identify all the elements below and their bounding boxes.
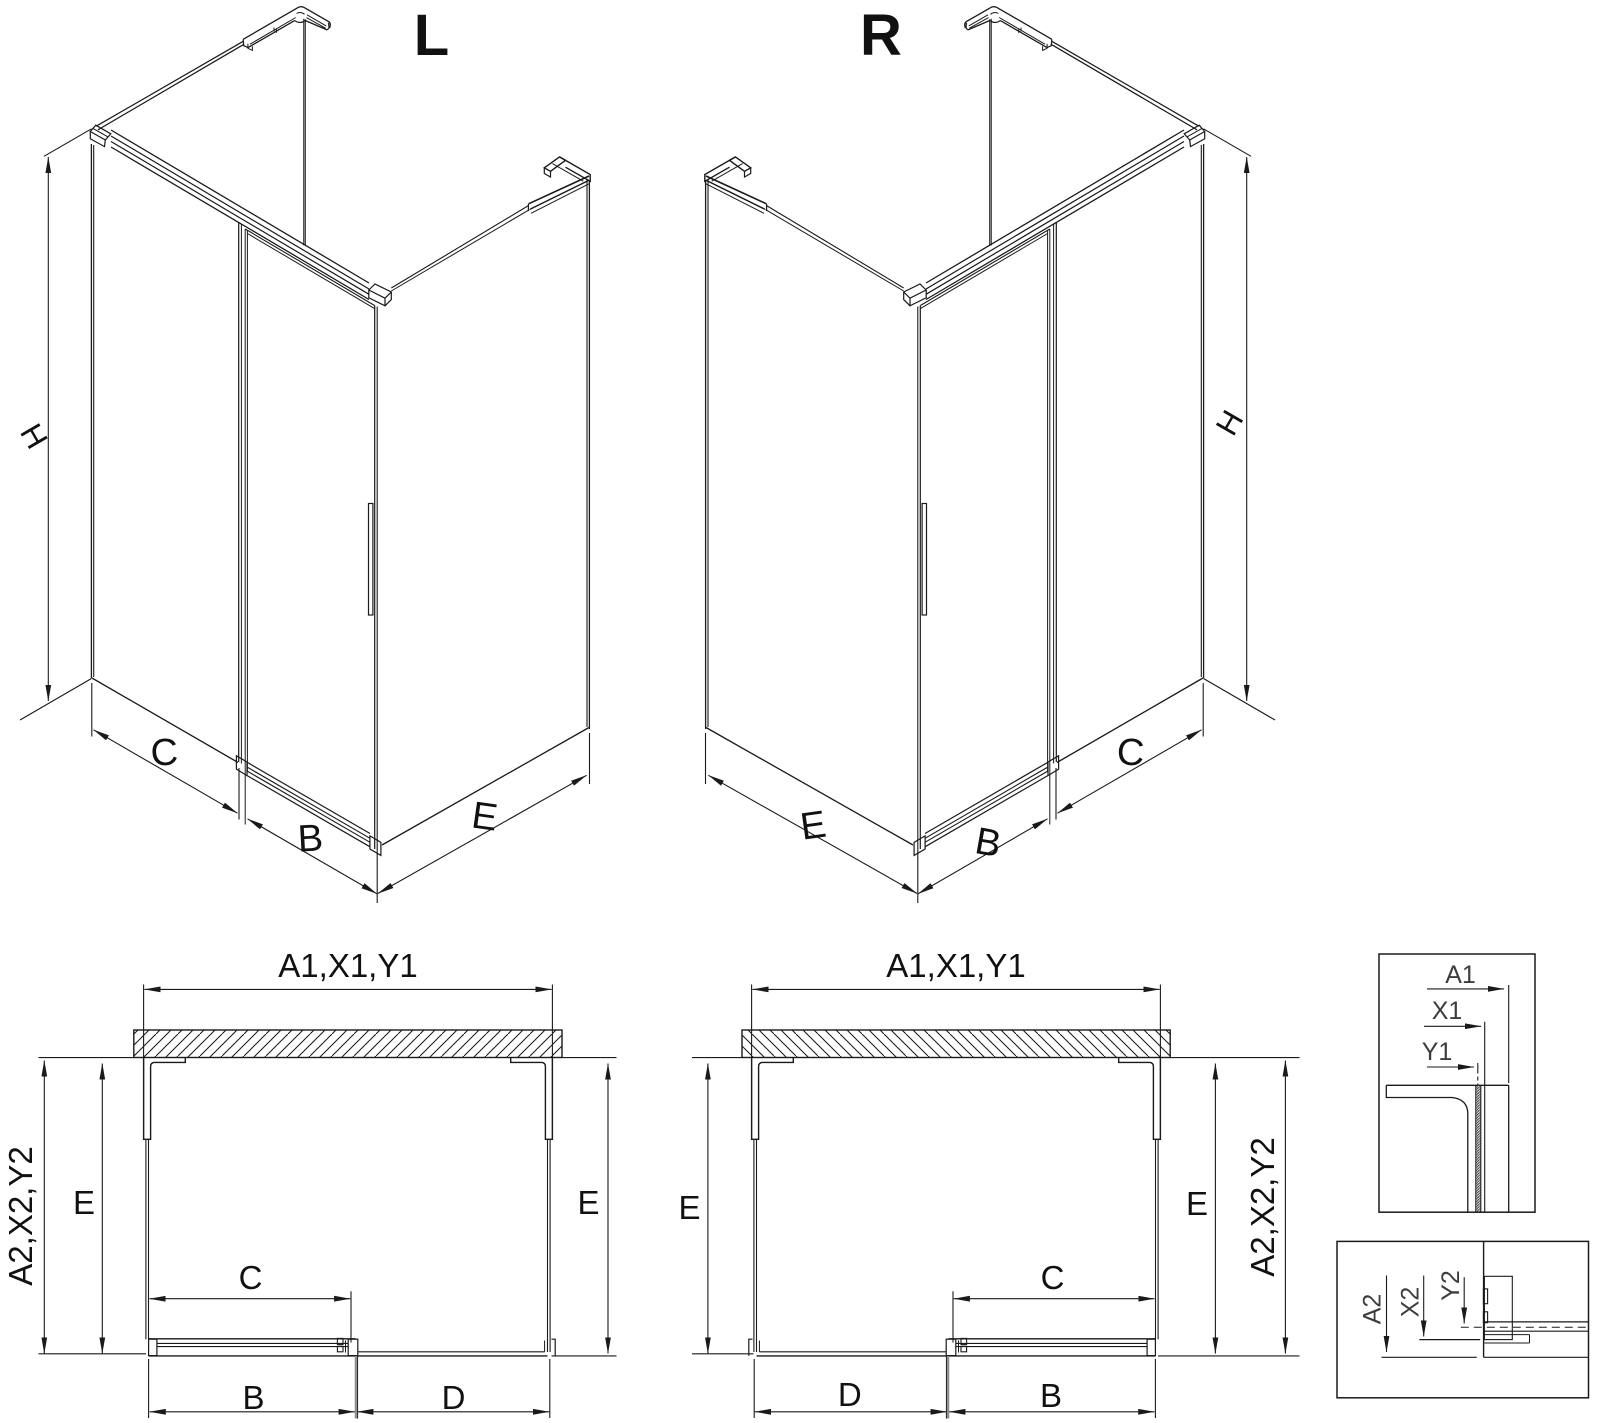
svg-text:E: E bbox=[577, 1184, 599, 1221]
svg-text:C: C bbox=[1041, 1259, 1065, 1296]
svg-text:A2,X2,Y2: A2,X2,Y2 bbox=[2, 1146, 39, 1285]
svg-text:Y2: Y2 bbox=[1437, 1270, 1465, 1301]
svg-text:A1,X1,Y1: A1,X1,Y1 bbox=[278, 947, 417, 984]
svg-text:B: B bbox=[242, 1379, 264, 1416]
svg-text:A2: A2 bbox=[1359, 1294, 1387, 1325]
svg-text:C: C bbox=[1116, 731, 1146, 774]
svg-text:E: E bbox=[469, 795, 500, 840]
svg-text:C: C bbox=[150, 731, 180, 774]
svg-text:A2,X2,Y2: A2,X2,Y2 bbox=[1244, 1137, 1281, 1276]
svg-text:E: E bbox=[1186, 1185, 1208, 1222]
svg-text:E: E bbox=[678, 1189, 700, 1226]
svg-text:D: D bbox=[442, 1379, 466, 1416]
svg-text:E: E bbox=[798, 804, 829, 849]
svg-text:L: L bbox=[414, 3, 449, 68]
svg-text:D: D bbox=[838, 1376, 862, 1413]
svg-text:X2: X2 bbox=[1397, 1287, 1425, 1318]
svg-text:X1: X1 bbox=[1432, 997, 1463, 1025]
svg-text:R: R bbox=[860, 3, 902, 68]
svg-text:E: E bbox=[73, 1184, 95, 1221]
svg-text:B: B bbox=[297, 817, 325, 860]
svg-text:A1,X1,Y1: A1,X1,Y1 bbox=[886, 947, 1025, 984]
svg-text:C: C bbox=[239, 1259, 263, 1296]
svg-text:Y1: Y1 bbox=[1422, 1038, 1453, 1066]
svg-text:A1: A1 bbox=[1445, 961, 1476, 989]
svg-text:B: B bbox=[1040, 1377, 1062, 1414]
